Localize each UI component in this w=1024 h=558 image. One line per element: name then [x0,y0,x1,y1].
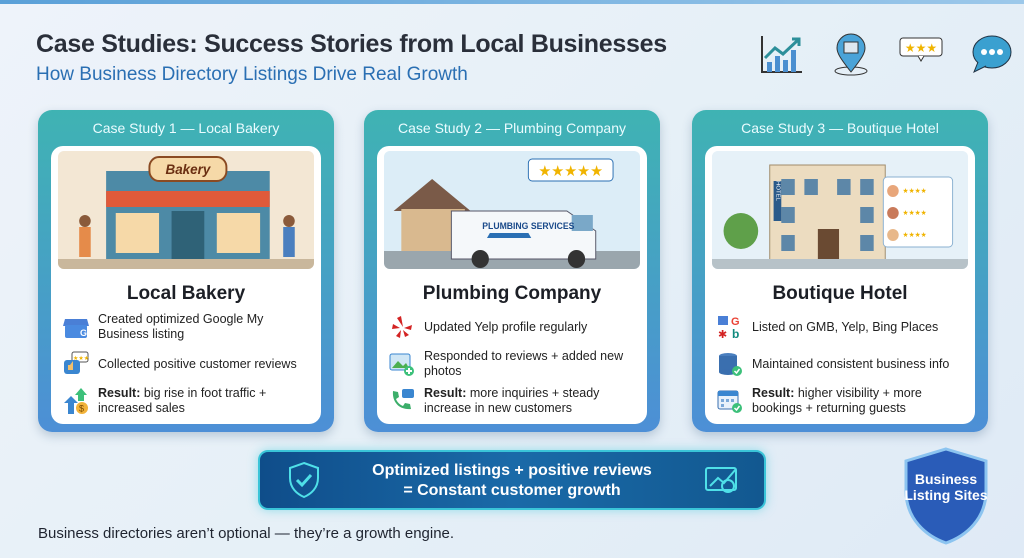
list-item: ★★★Collected positive customer reviews [62,348,314,380]
database-check-icon [719,353,742,376]
directory-logos-icon: G ✱ b [718,316,740,341]
svg-text:★★★★★: ★★★★★ [538,164,603,180]
case-study-card-hotel: Case Study 3 — Boutique Hotel HOTEL ★★★★ ★… [692,110,988,432]
photo-add-icon [389,353,414,376]
shield-check-icon [289,461,319,499]
svg-text:★★★★: ★★★★ [903,209,927,217]
review-thumbs-up-icon: ★★★ [64,351,89,374]
list-item: Maintained consistent business info [716,348,968,380]
list-item: $Result: big rise in foot traffic + incr… [62,385,314,417]
svg-text:★★★★: ★★★★ [903,231,927,239]
svg-text:✱: ✱ [718,329,727,341]
card-header: Case Study 2 — Plumbing Company [398,120,626,136]
list-item: Result: more inquiries + steady increase… [388,385,640,417]
list-item: Updated Yelp profile regularly [388,311,640,343]
svg-text:b: b [732,327,739,341]
seo-growth-icon [705,467,737,493]
card-title: Plumbing Company [422,283,602,304]
svg-text:G: G [80,328,87,338]
summary-banner: Optimized listings + positive reviews = … [258,450,766,510]
banner-line-2: = Constant customer growth [403,482,621,499]
bakery-illustration: Bakery [58,151,314,269]
location-pin-store-icon [834,33,868,76]
case-study-card-plumbing: Case Study 2 — Plumbing Company PLUMBING… [364,110,660,432]
svg-text:★★★: ★★★ [73,355,89,362]
top-accent-bar [0,0,1024,4]
star-review-icon: ★★★ [899,37,943,62]
shield-icon [904,447,988,545]
card-title: Local Bakery [126,283,246,304]
header-icons: ★★★ [758,32,1014,76]
footer-tagline: Business directories aren’t optional — t… [38,525,455,542]
growth-arrows-dollar-icon: $ [64,388,88,414]
svg-text:$: $ [79,404,84,414]
svg-text:★★★: ★★★ [905,41,937,55]
business-listing-sites-badge: Business Listing Sites [900,446,992,546]
svg-text:★★★★: ★★★★ [903,187,927,195]
list-item: Result: higher visibility + more booking… [716,385,968,417]
van-sign: PLUMBING SERVICES [482,221,574,231]
google-my-business-icon: G [63,319,89,338]
list-item: Responded to reviews + added new photos [388,348,640,380]
card-header: Case Study 3 — Boutique Hotel [741,120,939,136]
growth-chart-icon [761,36,802,73]
plumbing-van-illustration: PLUMBING SERVICES ★★★★★ [384,151,640,269]
yelp-icon [392,316,412,338]
bakery-sign: Bakery [165,162,211,177]
svg-text:G: G [731,316,740,328]
hotel-illustration: HOTEL ★★★★ ★★★★ ★★★★ [712,151,968,269]
case-study-card-bakery: Case Study 1 — Local Bakery Bakery Local… [38,110,334,432]
page-subtitle: How Business Directory Listings Drive Re… [36,64,468,85]
card-title: Boutique Hotel [772,283,908,304]
chat-bubble-icon [972,35,1012,74]
hotel-sign: HOTEL [775,181,781,202]
page-title: Case Studies: Success Stories from Local… [36,30,667,58]
phone-chat-icon [392,389,414,410]
card-header: Case Study 1 — Local Bakery [92,120,280,136]
calendar-check-icon [717,390,742,413]
banner-line-1: Optimized listings + positive reviews [372,462,652,479]
